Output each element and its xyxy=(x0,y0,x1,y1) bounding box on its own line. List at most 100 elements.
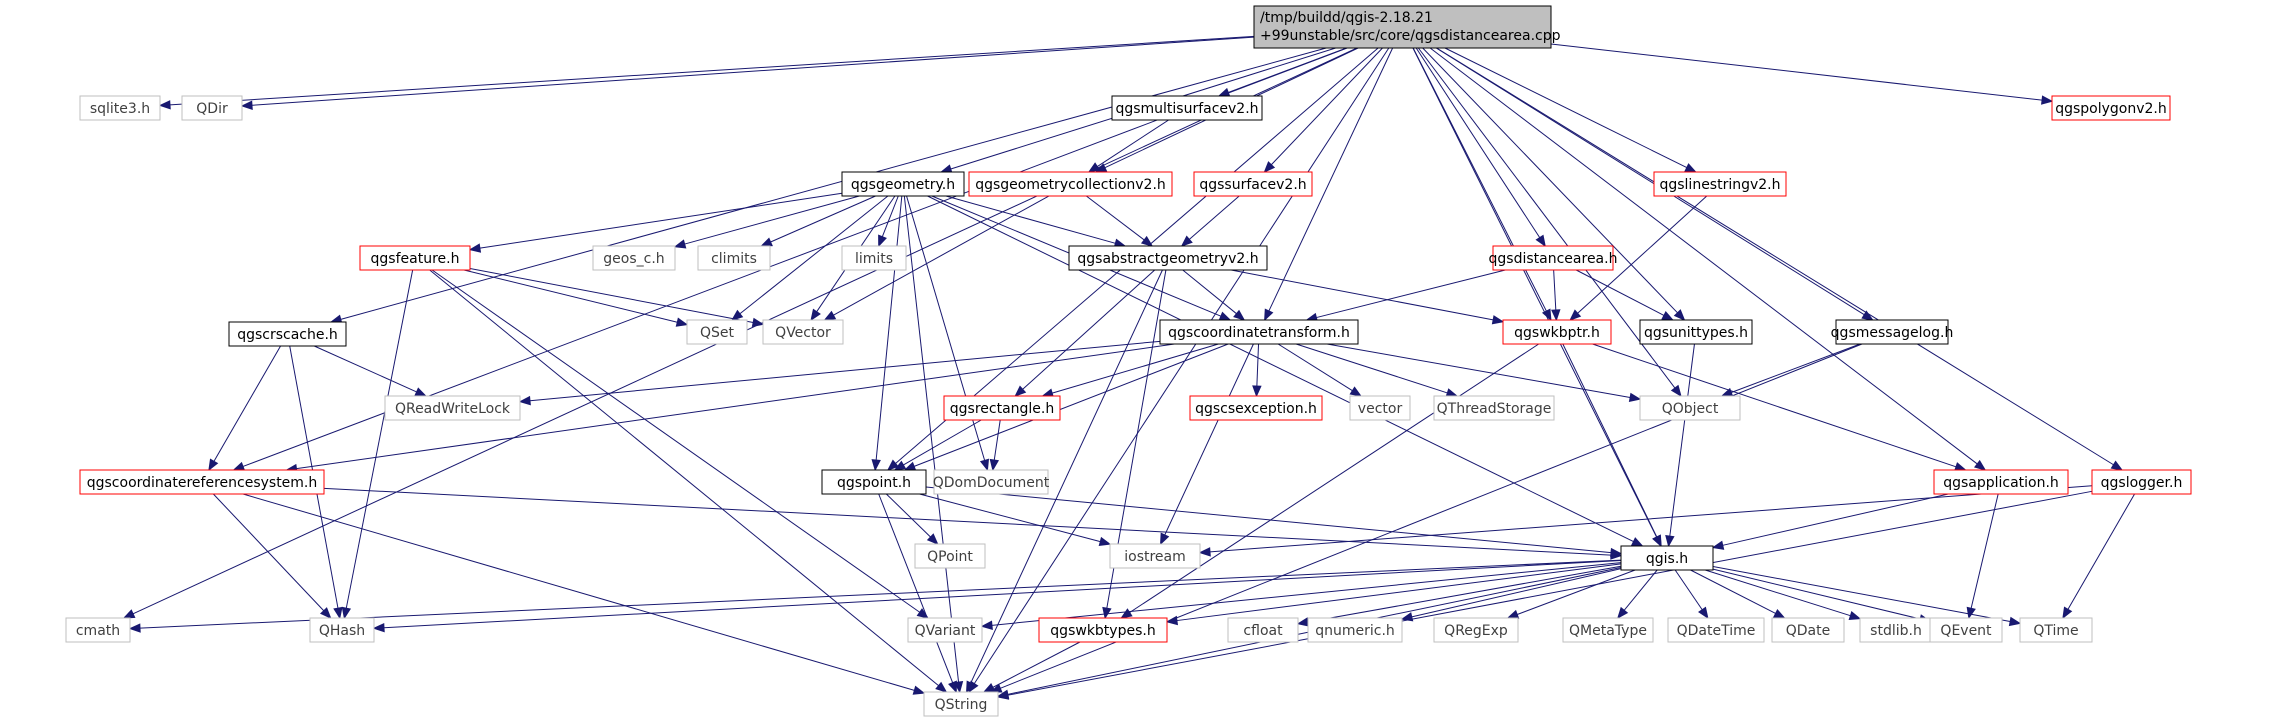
arrowhead-root-to-qgslinestringv2 xyxy=(1684,163,1697,173)
node-box-qgswkbtypes xyxy=(1038,617,1168,643)
edge-qgsabstractgeometryv2-to-qgswkbptr xyxy=(1230,269,1494,321)
node-qgscrscache[interactable]: qgscrscache.h xyxy=(228,321,347,347)
node-label-qobject: QObject xyxy=(1662,401,1719,417)
arrowhead-qgscoordinatereferencesystem-to-qhash xyxy=(319,607,332,619)
node-sqlite3: sqlite3.h xyxy=(79,95,161,121)
node-qgspoint[interactable]: qgspoint.h xyxy=(821,469,927,495)
edge-root-to-qgspolygonv2 xyxy=(1550,43,2043,101)
node-qgsdistancearea_h[interactable]: qgsdistancearea.h xyxy=(1489,245,1618,271)
arrowhead-root-to-qdir xyxy=(240,100,253,110)
edge-root-to-sqlite3 xyxy=(169,35,1255,106)
edge-qgslogger-to-iostream xyxy=(1209,485,2093,553)
node-box-sqlite3 xyxy=(79,95,161,121)
node-box-qtime xyxy=(2019,617,2093,643)
node-box-qhash xyxy=(309,617,375,643)
node-qgslogger[interactable]: qgslogger.h xyxy=(2091,469,2192,495)
node-box-qdir xyxy=(181,95,243,121)
edge-qgscoordinatetransform-to-vector xyxy=(1277,343,1353,392)
node-label-cfloat: cfloat xyxy=(1243,623,1283,639)
arrowhead-root-to-qgsmessagelog xyxy=(1861,310,1874,321)
node-label-qthreadstorage: QThreadStorage xyxy=(1437,401,1552,417)
node-qgswkbtypes[interactable]: qgswkbtypes.h xyxy=(1038,617,1168,643)
arrowhead-root-to-qgssurfacev2 xyxy=(1263,161,1276,173)
node-qgsabstractgeometryv2[interactable]: qgsabstractgeometryv2.h xyxy=(1068,245,1268,271)
node-label-climits: climits xyxy=(711,251,757,267)
node-label-qmetatype: QMetaType xyxy=(1569,623,1647,639)
node-qgsrectangle[interactable]: qgsrectangle.h xyxy=(943,395,1061,421)
node-label-qgscrscache: qgscrscache.h xyxy=(237,327,338,343)
node-label-qdir: QDir xyxy=(196,101,228,117)
arrowhead-qgis-to-qdate xyxy=(1772,609,1786,619)
edge-qgscoordinatetransform-to-qgspoint xyxy=(913,343,1229,467)
node-qgscsexception[interactable]: qgscsexception.h xyxy=(1189,395,1323,421)
arrowhead-qgis-to-qhash xyxy=(372,622,385,633)
arrowhead-qgsdistancearea_h-to-qgsunittypes xyxy=(1661,310,1675,321)
node-box-qgsabstractgeometryv2 xyxy=(1068,245,1268,271)
arrowhead-qgis-to-cfloat xyxy=(1296,617,1310,627)
edge-root-to-qgslogger xyxy=(1436,47,2114,466)
root-label-line-2: +99unstable/src/core/qgsdistancearea.cpp xyxy=(1260,28,1561,44)
edge-qgscoordinatereferencesystem-to-qhash xyxy=(212,493,325,612)
arrowhead-qgsgeometrycollectionv2-to-qgsabstractgeometryv2 xyxy=(1140,235,1154,247)
edge-root-to-qdir xyxy=(251,36,1255,106)
node-label-qgspolygonv2: qgspolygonv2.h xyxy=(2055,101,2167,117)
arrowhead-root-to-qgsunittypes xyxy=(1673,309,1686,321)
arrowhead-root-to-qgsmultisurfacev2 xyxy=(1217,87,1231,97)
node-qgslinestringv2[interactable]: qgslinestringv2.h xyxy=(1653,171,1787,197)
node-qgsfeature[interactable]: qgsfeature.h xyxy=(359,245,471,271)
edge-qgscoordinatetransform-to-qreadwritelock xyxy=(529,340,1161,402)
node-label-vector: vector xyxy=(1358,401,1403,417)
edge-qgis-to-qmetatype xyxy=(1623,569,1658,611)
node-qgscoordinatereferencesystem[interactable]: qgscoordinatereferencesystem.h xyxy=(79,469,325,495)
edge-qgsdistancearea_h-to-qgscoordinatetransform xyxy=(1316,269,1506,319)
edge-qgis-to-qhash xyxy=(383,560,1622,629)
arrowhead-qgscoordinatetransform-to-qgscsexception xyxy=(1252,385,1262,398)
node-label-qgscsexception: qgscsexception.h xyxy=(1195,401,1317,417)
node-box-qdate xyxy=(1771,617,1845,643)
arrowhead-qgswkbptr-to-qgsapplication xyxy=(1954,462,1967,472)
node-qgsapplication[interactable]: qgsapplication.h xyxy=(1933,469,2069,495)
node-root[interactable]: /tmp/buildd/qgis-2.18.21+99unstable/src/… xyxy=(1253,5,1561,49)
arrowhead-qgslogger-to-iostream xyxy=(1198,547,1211,557)
edge-qgsgeometry-to-qset xyxy=(739,195,889,315)
node-box-qgscsexception xyxy=(1189,395,1323,421)
node-box-qgscrscache xyxy=(228,321,347,347)
node-qgsmultisurfacev2[interactable]: qgsmultisurfacev2.h xyxy=(1111,95,1263,121)
edge-root-to-qstring xyxy=(973,47,1390,684)
edge-root-to-qgis xyxy=(1412,47,1658,538)
node-geos_c: geos_c.h xyxy=(592,245,676,271)
node-qgscoordinatetransform[interactable]: qgscoordinatetransform.h xyxy=(1159,319,1359,345)
edge-qgscoordinatetransform-to-qgscoordinatereferencesystem xyxy=(296,343,1175,470)
node-qgspolygonv2[interactable]: qgspolygonv2.h xyxy=(2051,95,2171,121)
edge-qgswkbptr-to-qgsapplication xyxy=(1592,343,1957,468)
arrowhead-root-to-qgsdistancearea_h xyxy=(1535,234,1546,248)
node-box-qgis xyxy=(1620,545,1714,571)
edge-qgswkbtypes-to-qstring xyxy=(992,641,1081,688)
node-qgis[interactable]: qgis.h xyxy=(1620,545,1714,571)
node-label-qgscoordinatereferencesystem: qgscoordinatereferencesystem.h xyxy=(87,475,318,491)
node-qgsunittypes[interactable]: qgsunittypes.h xyxy=(1639,319,1753,345)
arrowhead-qgsfeature-to-qstring xyxy=(935,681,948,693)
node-qgssurfacev2[interactable]: qgssurfacev2.h xyxy=(1193,171,1313,197)
node-qpoint: QPoint xyxy=(914,543,986,569)
node-qgswkbptr[interactable]: qgswkbptr.h xyxy=(1502,319,1612,345)
node-label-sqlite3: sqlite3.h xyxy=(90,101,150,117)
edge-qgslogger-to-qtime xyxy=(2067,493,2136,610)
node-qgsgeometry[interactable]: qgsgeometry.h xyxy=(841,171,965,197)
node-qgsmessagelog[interactable]: qgsmessagelog.h xyxy=(1831,319,1954,345)
node-label-qgspoint: qgspoint.h xyxy=(837,475,911,491)
node-qgsgeometrycollectionv2[interactable]: qgsgeometrycollectionv2.h xyxy=(968,171,1173,197)
node-cmath: cmath xyxy=(65,617,131,643)
node-box-qgslogger xyxy=(2091,469,2192,495)
arrowhead-root-to-cmath xyxy=(122,609,136,619)
node-label-qgsunittypes: qgsunittypes.h xyxy=(1644,325,1748,341)
edge-qgscoordinatereferencesystem-to-qstring xyxy=(242,493,915,691)
node-box-qreadwritelock xyxy=(384,395,521,421)
arrowhead-qgscoordinatereferencesystem-to-qstring xyxy=(912,685,926,695)
arrowhead-qgsgeometry-to-limits xyxy=(878,234,887,248)
node-label-cmath: cmath xyxy=(76,623,120,639)
edge-qgsgeometrycollectionv2-to-qgsabstractgeometryv2 xyxy=(1086,195,1145,241)
node-box-qevent xyxy=(1929,617,2003,643)
edge-qgis-to-stdlib xyxy=(1705,569,1851,617)
